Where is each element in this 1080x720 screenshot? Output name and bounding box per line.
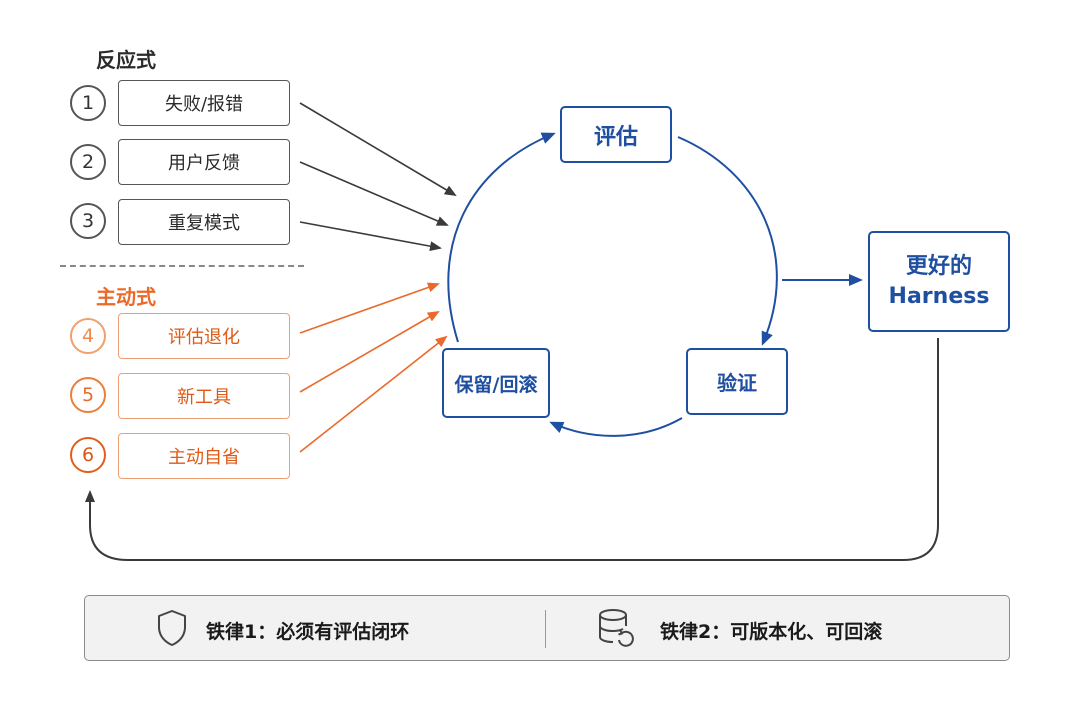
arrow-proactive-6 xyxy=(299,335,448,453)
database-refresh-icon xyxy=(599,609,634,647)
arrow-reactive-3 xyxy=(299,221,442,252)
arrow-reactive-1 xyxy=(299,102,457,197)
arrow-proactive-5 xyxy=(299,310,440,393)
proactive-number-5: 5 xyxy=(70,377,106,413)
feedback-loop-line xyxy=(85,338,939,561)
reactive-section-title: 反应式 xyxy=(96,48,156,72)
source-self-reflection: 主动自省 xyxy=(118,433,290,479)
iron-rule-1: 铁律1：必须有评估闭环 xyxy=(206,621,410,643)
proactive-number-6: 6 xyxy=(70,437,106,473)
iron-rules-bar xyxy=(84,595,1010,661)
proactive-section-title: 主动式 xyxy=(96,285,156,309)
node-better-harness: 更好的 Harness xyxy=(868,231,1010,332)
iron-rule-2: 铁律2：可版本化、可回滚 xyxy=(660,621,883,643)
reactive-number-2: 2 xyxy=(70,144,106,180)
arrow-reactive-2 xyxy=(299,161,449,226)
arc-verify-to-keep xyxy=(549,417,683,437)
arc-keep-to-evaluate xyxy=(447,132,556,343)
source-repeated-pattern: 重复模式 xyxy=(118,199,290,245)
arrow-proactive-4 xyxy=(299,282,440,334)
source-failure-error: 失败/报错 xyxy=(118,80,290,126)
reactive-number-1: 1 xyxy=(70,85,106,121)
arc-evaluate-to-verify xyxy=(677,136,778,346)
source-user-feedback: 用户反馈 xyxy=(118,139,290,185)
proactive-number-4: 4 xyxy=(70,318,106,354)
reactive-number-3: 3 xyxy=(70,203,106,239)
node-verify: 验证 xyxy=(686,348,788,415)
section-divider xyxy=(60,265,304,267)
footer-separator xyxy=(545,610,546,648)
source-eval-regression: 评估退化 xyxy=(118,313,290,359)
source-new-tools: 新工具 xyxy=(118,373,290,419)
shield-icon xyxy=(158,610,186,646)
better-harness-line2: Harness xyxy=(888,283,990,309)
node-keep-rollback: 保留/回滚 xyxy=(442,348,550,418)
better-harness-line1: 更好的 xyxy=(905,253,972,279)
node-evaluate: 评估 xyxy=(560,106,672,163)
